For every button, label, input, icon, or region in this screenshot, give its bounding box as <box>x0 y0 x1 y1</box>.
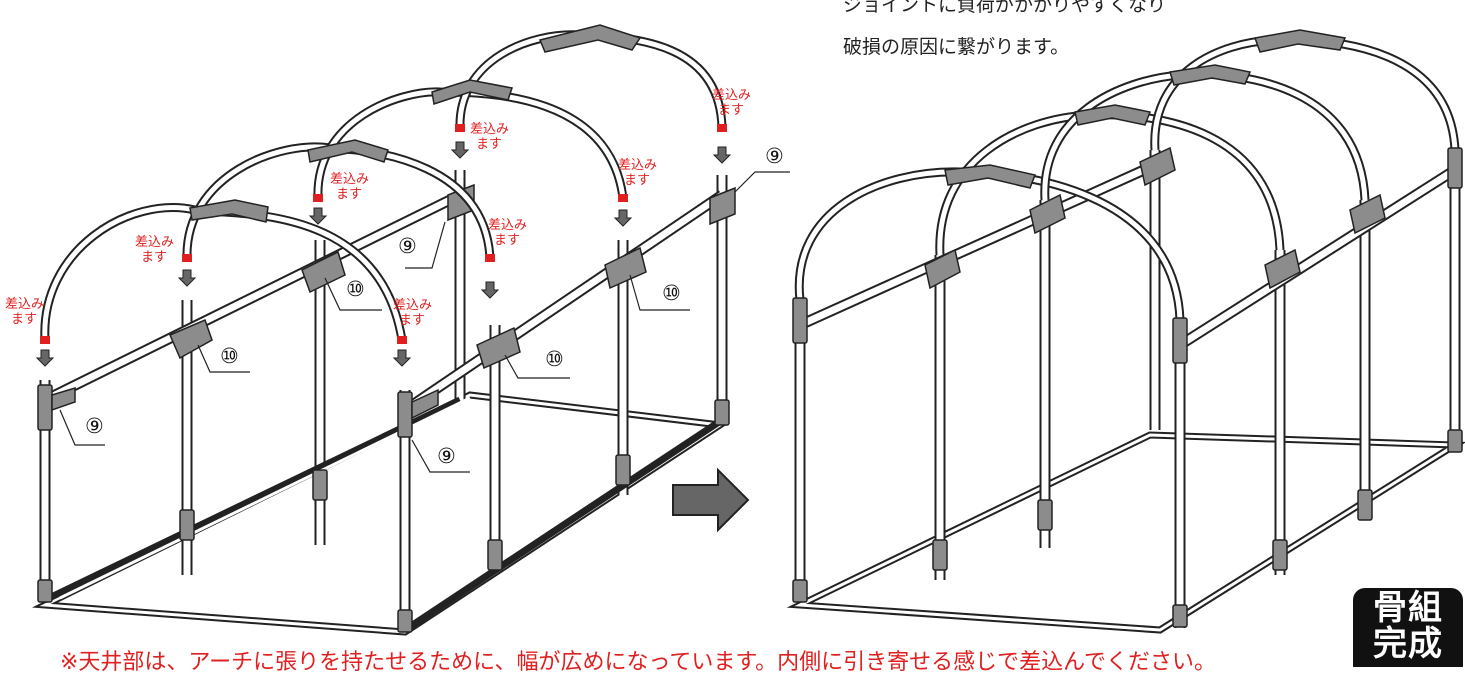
joints-left <box>37 183 736 633</box>
callout-10-a: ⑩ <box>220 344 239 368</box>
insert-caption: 差込みます <box>488 218 528 248</box>
warning-line-2: 破損の原因に繋がります。 <box>843 36 1070 58</box>
callout-10-c: ⑩ <box>545 347 564 371</box>
right-posts <box>794 150 1461 628</box>
insert-caption: 差込みます <box>5 297 45 327</box>
right-frame-assembled <box>786 29 1465 634</box>
warning-line-1: ジョイントに負荷がかかりやすくなり <box>843 0 1167 16</box>
callout-9-b: ⑨ <box>437 444 456 468</box>
insert-caption: 差込みます <box>135 235 175 265</box>
insert-arrows <box>35 141 732 367</box>
right-joints <box>792 29 1463 628</box>
transition-arrow <box>672 467 750 533</box>
top-rails <box>42 190 726 415</box>
left-frame-exploded <box>31 24 736 636</box>
callout-9-c: ⑨ <box>398 234 417 258</box>
insert-caption: 差込みます <box>393 298 433 328</box>
insert-caption: 差込みます <box>618 158 658 188</box>
callout-10-d: ⑩ <box>662 281 681 305</box>
completion-badge-text: 骨組 完成 <box>1373 588 1443 664</box>
callout-10-b: ⑩ <box>346 277 365 301</box>
callouts-left <box>59 171 790 473</box>
insert-caption: 差込みます <box>712 88 752 118</box>
callout-9-d: ⑨ <box>765 144 784 168</box>
insert-caption: 差込みます <box>470 122 510 152</box>
insert-tips <box>40 124 727 344</box>
arch-joints-left <box>189 24 642 223</box>
insert-caption: 差込みます <box>330 172 370 202</box>
callout-9-a: ⑨ <box>85 414 104 438</box>
footnote: ※天井部は、アーチに張りを持たせるために、幅が広めになっています。内側に引き寄せ… <box>60 650 1217 675</box>
right-rails <box>797 159 1458 350</box>
completion-badge <box>1353 588 1463 667</box>
